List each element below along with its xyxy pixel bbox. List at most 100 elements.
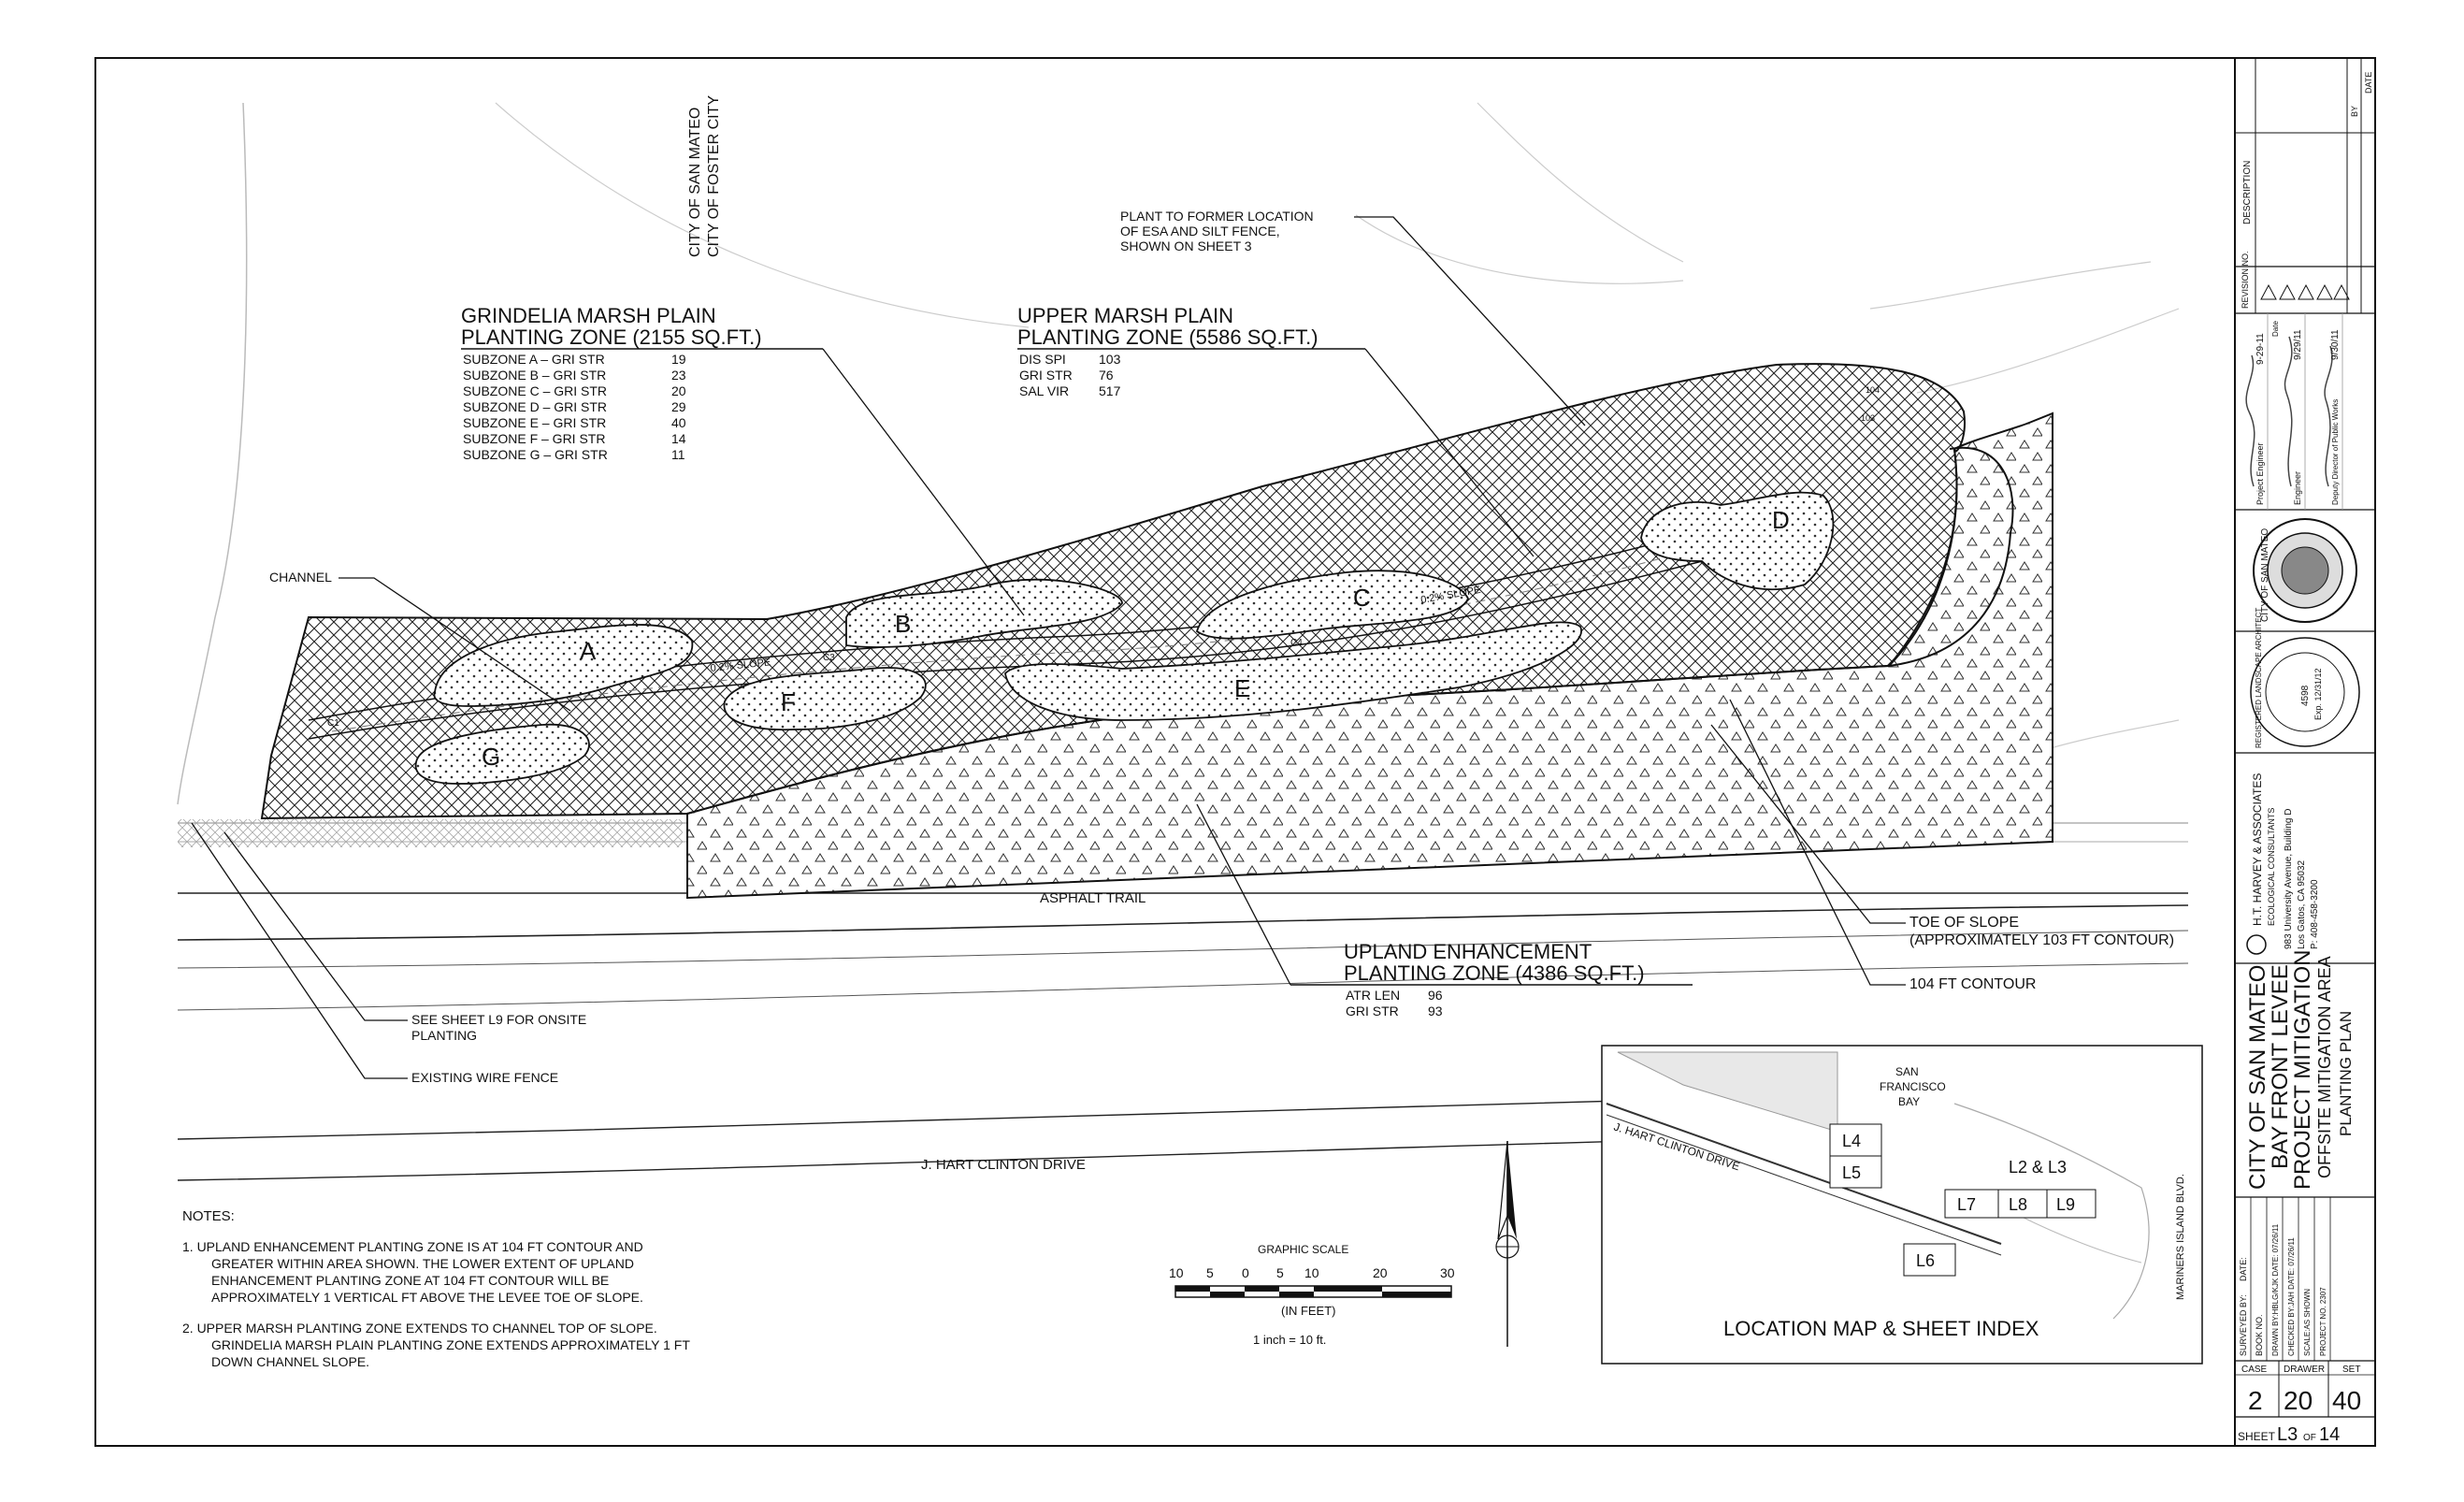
sheet-index-l6[interactable] (1903, 1243, 1956, 1277)
sheet-index-label: L7 (1957, 1195, 1976, 1214)
subzone-label: A (580, 637, 597, 665)
callout-plant-former: OF ESA AND SILT FENCE, (1120, 224, 1280, 238)
map-detail (2019, 1215, 2142, 1264)
callout-channel: CHANNEL (269, 570, 332, 585)
curve-label: C3 (823, 653, 835, 663)
onsite-planting-strip (178, 819, 683, 847)
sheet-index-l7[interactable] (1944, 1189, 1999, 1219)
callout-wire-fence: EXISTING WIRE FENCE (411, 1070, 558, 1085)
signature-mark (2324, 345, 2333, 487)
surveyed-date: DATE: (2239, 1257, 2248, 1281)
sheet-index-label: L9 (2056, 1195, 2075, 1214)
schedule-row-qty: 40 (671, 415, 686, 430)
engineer-label: Engineer (2293, 471, 2302, 505)
firm-name: H.T. HARVEY & ASSOCIATES (2251, 773, 2264, 926)
upland-title: UPLAND ENHANCEMENT (1344, 940, 1592, 963)
schedule-row-label: GRI STR (1346, 1004, 1399, 1018)
location-map-title: LOCATION MAP & SHEET INDEX (1723, 1317, 2039, 1340)
jurisdiction-line-1: CITY OF SAN MATEO (687, 108, 703, 257)
upland-leader (1196, 803, 1291, 986)
scale-tick: 20 (1373, 1265, 1388, 1280)
channel-leader (339, 577, 571, 712)
schedule-row-qty: 29 (671, 399, 686, 414)
sheet-index-label: L2 & L3 (2009, 1158, 2067, 1177)
landscape-architect-seal-icon: REGISTERED LANDSCAPE ARCHITECT 4598 Exp.… (2250, 608, 2360, 748)
book-number: BOOK NO. (2255, 1314, 2264, 1356)
note-line: ENHANCEMENT PLANTING ZONE AT 104 FT CONT… (211, 1273, 609, 1288)
schedule-row-label: SUBZONE B – GRI STR (463, 368, 606, 383)
subzone-e (1004, 621, 1582, 721)
subzone-label: G (482, 743, 500, 771)
wire-fence-leader (191, 822, 408, 1079)
upper-marsh-end-edge (1888, 446, 2014, 667)
sheet-index-l4[interactable] (1829, 1123, 1882, 1157)
grindelia-leader (822, 348, 1025, 616)
upper-marsh-leader (1364, 348, 1535, 557)
schedule-row-qty: 76 (1099, 368, 1114, 383)
callout-see-sheet: SEE SHEET L9 FOR ONSITE (411, 1012, 586, 1027)
schedule-row-label: DIS SPI (1019, 352, 1066, 367)
schedule-row-qty: 93 (1428, 1004, 1443, 1018)
map-bay-label: FRANCISCO (1880, 1080, 1946, 1093)
callout-plant-former: SHOWN ON SHEET 3 (1120, 238, 1252, 253)
case-value: 2 (2248, 1386, 2263, 1415)
contour-line (1477, 102, 1684, 263)
schedule-row-qty: 96 (1428, 988, 1443, 1003)
subzone-label: B (895, 610, 911, 638)
trail-edge (177, 930, 2189, 969)
schedule-row-qty: 20 (671, 383, 686, 398)
project-number: PROJECT NO. 2307 (2319, 1287, 2327, 1356)
jurisdiction-line-2: CITY OF FOSTER CITY (706, 95, 722, 257)
la-seal-text: REGISTERED LANDSCAPE ARCHITECT (2255, 608, 2263, 748)
project-title-line: PROJECT MITIGATION (2290, 950, 2315, 1190)
note-line: 2. UPPER MARSH PLANTING ZONE EXTENDS TO … (182, 1321, 657, 1336)
plan-view: A B C D E F G 0.2% SLOPE 0.2% SLOPE C1 C… (177, 95, 2189, 1181)
map-road (1606, 1103, 2002, 1245)
firm-logo-icon (2246, 934, 2267, 955)
schedule-row-label: SUBZONE E – GRI STR (463, 415, 606, 430)
toe-of-slope-leader (1710, 724, 1906, 924)
signature-date: 9/30/11 (2330, 329, 2341, 360)
subzone-a (433, 624, 694, 707)
sheet-label: SHEET (2238, 1430, 2276, 1443)
la-seal-number: 4598 (2300, 685, 2311, 706)
sheet-index-l8[interactable] (1997, 1189, 2048, 1219)
checked-by: CHECKED BY:JAH DATE: 07/26/11 (2287, 1237, 2296, 1356)
curve-label: C4 (1290, 638, 1303, 648)
sheet-total: 14 (2319, 1424, 2340, 1445)
signature-date: 9-29-11 (2255, 333, 2266, 365)
project-title-line: OFFSITE MITIGATION AREA (2315, 956, 2334, 1178)
callout-toe-of-slope: TOE OF SLOPE (1909, 915, 2019, 931)
upper-marsh-subtitle: PLANTING ZONE (5586 SQ.FT.) (1017, 325, 1318, 349)
callout-plant-former: PLANT TO FORMER LOCATION (1120, 209, 1314, 224)
drawer-value: 20 (2284, 1386, 2313, 1415)
scale-tick: 30 (1440, 1265, 1455, 1280)
sheet-index-l9[interactable] (2046, 1189, 2097, 1219)
callout-see-sheet: PLANTING (411, 1028, 477, 1043)
date-label: Date (2271, 321, 2280, 337)
upland-subtitle: PLANTING ZONE (4386 SQ.FT.) (1344, 961, 1645, 985)
callout-toe-of-slope: (APPROXIMATELY 103 FT CONTOUR) (1909, 932, 2174, 948)
map-detail (1953, 1103, 2150, 1320)
note-line: GREATER WITHIN AREA SHOWN. THE LOWER EXT… (211, 1256, 634, 1271)
subzone-label: F (781, 688, 796, 716)
sheet-index-l5[interactable] (1829, 1155, 1882, 1189)
drawn-by: DRAWN BY:HBLG/KJK DATE: 07/26/11 (2271, 1223, 2280, 1356)
signature-date: 9/29/11 (2293, 329, 2303, 360)
schedule-row-qty: 19 (671, 352, 686, 367)
project-engineer-label: Project Engineer (2255, 442, 2265, 505)
firm-subtitle: ECOLOGICAL CONSULTANTS (2267, 808, 2276, 926)
contour-label: 103 (1861, 413, 1875, 423)
la-seal-expiration: Exp. 12/31/12 (2313, 668, 2323, 720)
sheet-index-label: L6 (1916, 1251, 1935, 1270)
surveyed-by: SURVEYED BY: (2239, 1294, 2248, 1356)
subzone-label: C (1353, 584, 1371, 612)
schedule-row-label: GRI STR (1019, 368, 1073, 383)
asphalt-trail-label: ASPHALT TRAIL (1040, 890, 1146, 906)
schedule-row-qty: 11 (671, 447, 685, 462)
contour-leader (1729, 699, 1906, 986)
asphalt-trail-edge (177, 904, 2189, 941)
sheet-index-label: L8 (2009, 1195, 2027, 1214)
by-header: BY (2350, 106, 2359, 117)
